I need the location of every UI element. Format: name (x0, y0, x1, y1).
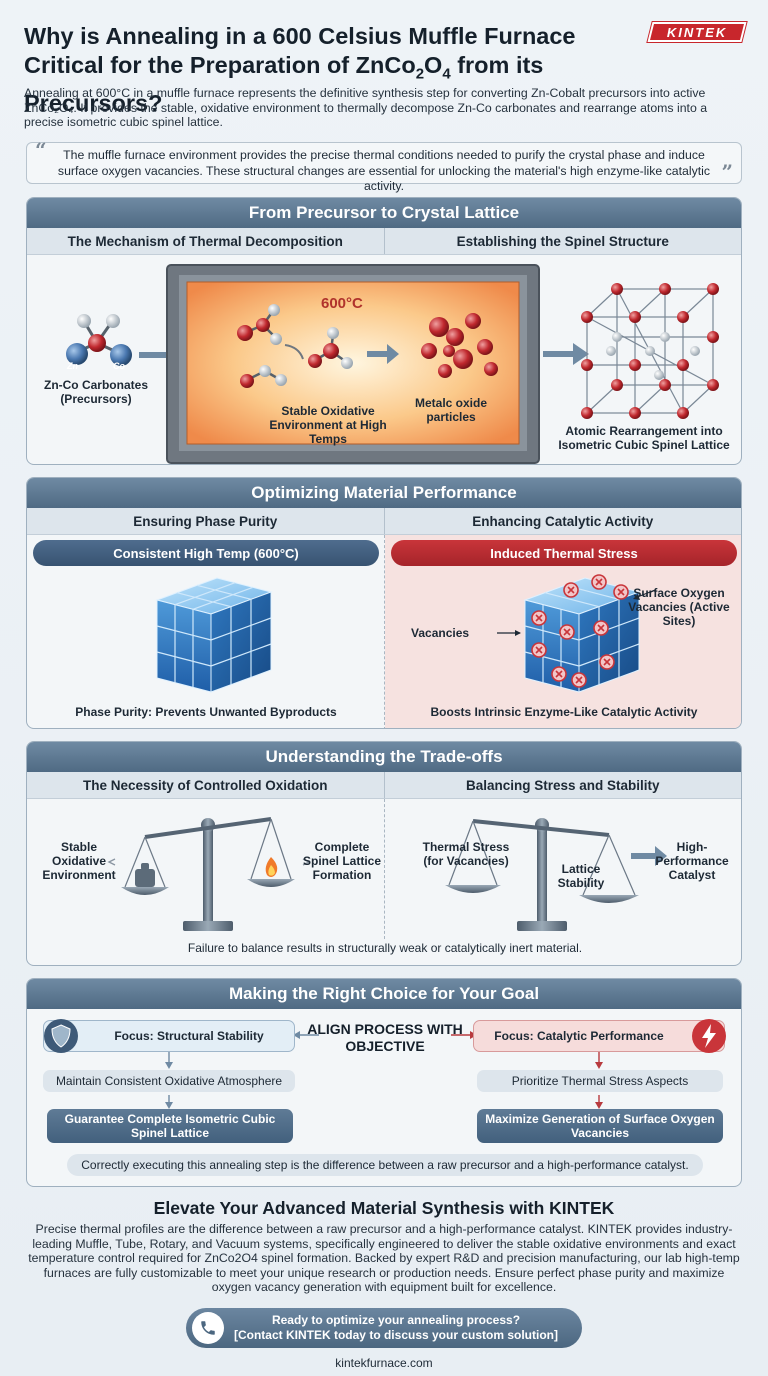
section-trade-offs: Understanding the Trade-offs The Necessi… (26, 741, 742, 966)
right-scale-icon (445, 818, 639, 931)
catalytic-boost-label: Boosts Intrinsic Enzyme-Like Catalytic A… (430, 705, 698, 719)
vacancy-cube-icon (523, 577, 641, 693)
align-process-label: ALIGN PROCESS WITH OBJECTIVE (307, 1021, 463, 1054)
surface-vacancies-label: Surface Oxygen Vacancies (Active Sites) (628, 586, 730, 628)
arrow-icon (631, 846, 667, 866)
footer-paragraph: Precise thermal profiles are the differe… (28, 1222, 740, 1294)
subheading-thermal-decomposition: The Mechanism of Thermal Decomposition (67, 233, 343, 249)
arrow-icon (367, 344, 399, 364)
section-title: Making the Right Choice for Your Goal (27, 979, 741, 1009)
balance-scales-diagram (107, 817, 667, 931)
lattice-label: Atomic Rearrangement into Isometric Cubi… (558, 424, 730, 452)
contact-cta-button[interactable]: Ready to optimize your annealing process… (186, 1308, 582, 1348)
intro-paragraph: Annealing at 600°C in a muffle furnace r… (24, 86, 708, 129)
cube-diagram (155, 574, 656, 693)
high-performance-label: High-Performance Catalyst (655, 840, 729, 882)
precursor-label: Zn-Co Carbonates (Precursors) (43, 378, 148, 406)
phone-icon (192, 1312, 224, 1344)
subheading-phase-purity: Ensuring Phase Purity (133, 513, 278, 529)
oxide-label: Metalc oxide particles (414, 396, 488, 424)
website-link[interactable]: kintekfurnace.com (335, 1356, 433, 1370)
zn-atom-label: Zn (67, 361, 78, 371)
furnace-temperature: 600°C (321, 295, 363, 312)
environment-label: Stable Oxidative Environment at High Tem… (269, 404, 387, 446)
key-quote: “ The muffle furnace environment provide… (26, 138, 742, 193)
precursor-molecule-icon (66, 314, 132, 366)
section-material-performance: Optimizing Material Performance Ensuring… (26, 477, 742, 729)
consistent-temp-pill: Consistent High Temp (600°C) (33, 540, 379, 566)
subheading-catalytic-activity: Enhancing Catalytic Activity (383, 508, 742, 534)
stable-environment-label: Stable Oxidative Environment (42, 840, 116, 882)
co-atom-label: Co (113, 361, 125, 371)
decomposition-diagram (66, 264, 719, 464)
section-title: Understanding the Trade-offs (27, 742, 741, 772)
failure-note: Failure to balance results in structural… (187, 941, 583, 955)
decomposing-molecules-icon (237, 304, 353, 388)
arrow-icon (543, 343, 589, 365)
kintek-logo[interactable]: KINTEK (647, 22, 747, 42)
subheading-stress-stability: Balancing Stress and Stability (383, 772, 742, 798)
step-oxidative-atmosphere: Maintain Consistent Oxidative Atmosphere (43, 1070, 295, 1092)
section-right-choice: Making the Right Choice for Your Goal Fo… (26, 978, 742, 1187)
divider (384, 799, 385, 939)
lattice-stability-label: Lattice Stability (557, 862, 605, 890)
close-quote-icon: ” (721, 160, 733, 184)
section-title: From Precursor to Crystal Lattice (27, 198, 741, 228)
vacancies-label: Vacancies (411, 626, 470, 640)
open-quote-icon: “ (35, 138, 47, 162)
section-title: Optimizing Material Performance (27, 478, 741, 508)
focus-structural-stability[interactable]: Focus: Structural Stability (43, 1020, 295, 1052)
step-complete-lattice: Guarantee Complete Isometric Cubic Spine… (47, 1109, 293, 1143)
shield-icon (44, 1019, 78, 1053)
complete-spinel-label: Complete Spinel Lattice Formation (302, 840, 382, 882)
left-scale-icon (107, 817, 311, 931)
pure-phase-cube-icon (155, 577, 273, 693)
focus-catalytic-performance[interactable]: Focus: Catalytic Performance (473, 1020, 725, 1052)
subheading-controlled-oxidation: The Necessity of Controlled Oxidation (82, 777, 328, 793)
section-precursor-to-lattice: From Precursor to Crystal Lattice The Me… (26, 197, 742, 465)
lattice-atoms (581, 283, 719, 419)
subheading-spinel-structure: Establishing the Spinel Structure (383, 228, 742, 254)
page-title: Why is Annealing in a 600 Celsius Muffle… (24, 23, 576, 116)
conclusion-banner: Correctly executing this annealing step … (67, 1154, 703, 1176)
thermal-stress-pill: Induced Thermal Stress (391, 540, 737, 566)
thermal-stress-label: Thermal Stress (for Vacancies) (422, 840, 510, 868)
divider (384, 535, 385, 728)
step-thermal-stress: Prioritize Thermal Stress Aspects (477, 1070, 723, 1092)
vacancy-x-marks (535, 578, 625, 684)
footer-title: Elevate Your Advanced Material Synthesis… (153, 1198, 615, 1218)
step-surface-vacancies: Maximize Generation of Surface Oxygen Va… (477, 1109, 723, 1143)
oxide-particles-icon (421, 313, 498, 378)
phase-purity-label: Phase Purity: Prevents Unwanted Byproduc… (75, 705, 337, 719)
lightning-icon (692, 1019, 726, 1053)
